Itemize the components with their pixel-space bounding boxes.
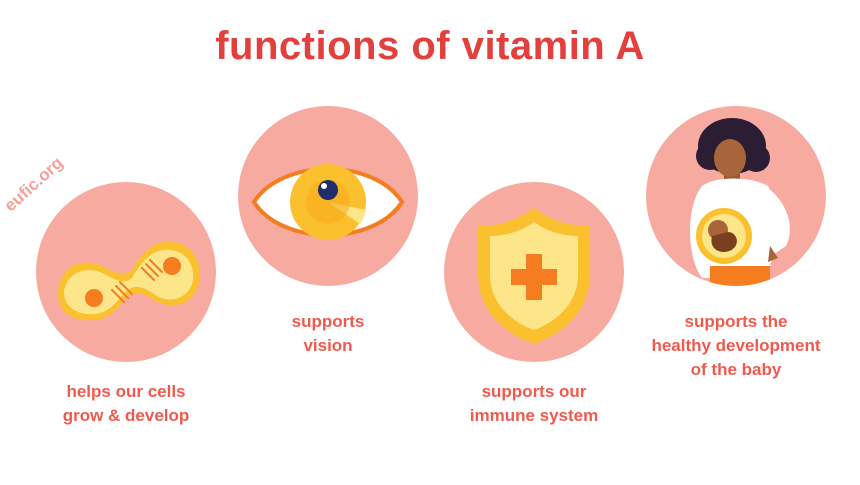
caption-immune: supports our immune system: [469, 382, 599, 425]
caption-baby: supports the healthy development of the …: [651, 312, 821, 379]
pregnant-woman-icon: [690, 118, 790, 286]
vision-circle: [238, 106, 418, 286]
cells-circle: [36, 182, 216, 362]
cell-division-icon: [58, 241, 200, 321]
caption-vision: supports vision: [291, 312, 365, 355]
immune-circle: [444, 182, 624, 362]
shield-cross-icon: [478, 208, 590, 344]
baby-circle: [646, 106, 826, 286]
caption-cells: helps our cells grow & develop: [62, 382, 190, 425]
page-title: functions of vitamin A: [215, 24, 645, 68]
eye-icon: [251, 164, 405, 240]
